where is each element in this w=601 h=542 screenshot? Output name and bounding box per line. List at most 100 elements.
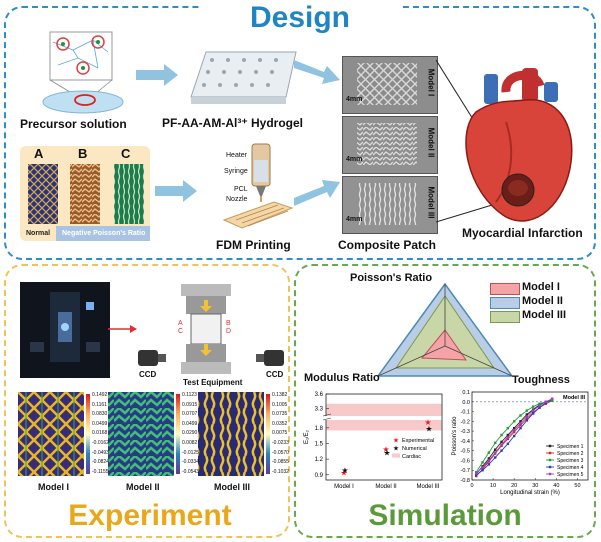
pattern-swatches bbox=[28, 164, 144, 224]
y-tick-label: -0.1 bbox=[461, 410, 470, 416]
precursor-solution-label: Precursor solution bbox=[20, 117, 127, 131]
myocardial-infarction-label: Myocardial Infarction bbox=[462, 226, 583, 240]
hydrogel-label: PF-AA-AM-Al³⁺ Hydrogel bbox=[162, 116, 303, 130]
colorbar-tick-label: -0.0570 bbox=[272, 449, 289, 456]
colorbar-tick-label: 0.0707 bbox=[182, 411, 198, 418]
patch-model-label-2: Model II bbox=[426, 127, 436, 158]
data-point: ★ bbox=[382, 445, 389, 454]
colorbar-tick-label: 0.0830 bbox=[92, 411, 108, 418]
x-tick-label: Model III bbox=[416, 484, 439, 490]
data-point bbox=[481, 469, 484, 472]
x-tick-label: 0 bbox=[470, 483, 473, 489]
colorbar-tick-label: -0.0543 bbox=[182, 468, 199, 475]
legend-marker bbox=[548, 444, 552, 448]
printer-heater-label: Heater bbox=[226, 152, 248, 159]
data-point bbox=[531, 412, 535, 415]
colorbar-tick-label: 0.0499 bbox=[182, 420, 198, 427]
x-tick-label: 30 bbox=[532, 483, 538, 489]
pattern-npr-label: Negative Poisson's Ratio bbox=[62, 230, 146, 237]
colorbar-tick-label: 0.0082 bbox=[182, 440, 198, 446]
legend-label: Specimen 1 bbox=[557, 444, 584, 450]
radar-legend-label-1: Model I bbox=[522, 281, 560, 293]
legend-label: Cardiac bbox=[402, 454, 421, 460]
legend-marker: ★ bbox=[393, 445, 399, 453]
map-label-model-2: Model II bbox=[126, 482, 160, 492]
arrow-precursor-to-hydrogel bbox=[136, 64, 178, 86]
colorbar-tick-label: 0.0352 bbox=[272, 420, 288, 427]
legend-marker bbox=[548, 472, 552, 476]
colorbar-tick-label: 0.1005 bbox=[272, 401, 288, 408]
x-tick-label: 40 bbox=[553, 483, 559, 489]
legend-marker bbox=[548, 451, 552, 455]
data-point bbox=[487, 451, 491, 454]
y-tick-label: 1.5 bbox=[315, 441, 324, 447]
colorbar-tick-label: 0.0290 bbox=[182, 430, 198, 437]
map-label-model-3: Model III bbox=[214, 482, 250, 492]
test-equipment-schematic bbox=[138, 284, 284, 374]
data-point bbox=[512, 430, 516, 434]
data-point bbox=[525, 415, 529, 418]
radar-legend-swatch-1 bbox=[490, 283, 520, 295]
data-point bbox=[519, 426, 522, 430]
data-point bbox=[519, 422, 522, 425]
design-title: Design bbox=[200, 0, 400, 38]
y-tick-label: -0.6 bbox=[461, 458, 470, 464]
data-point bbox=[487, 459, 491, 462]
x-axis-label: Longitudinal strain (%) bbox=[500, 490, 560, 496]
data-point bbox=[538, 406, 541, 409]
data-point bbox=[494, 456, 497, 459]
axis-break-mark bbox=[322, 413, 332, 417]
data-point bbox=[506, 442, 510, 446]
arrow-printer-to-patch bbox=[294, 180, 340, 206]
data-point bbox=[506, 437, 510, 441]
y-axis-label: E₁/E₂ bbox=[304, 429, 310, 444]
colorbar-tick-label: 0.0075 bbox=[272, 430, 288, 437]
data-point bbox=[531, 409, 535, 412]
arrow-photo-to-schematic bbox=[108, 325, 137, 333]
ccd-right-label: CCD bbox=[266, 370, 284, 379]
pattern-normal-label: Normal bbox=[26, 230, 51, 237]
legend-label: Numerical bbox=[402, 446, 427, 452]
pattern-label-a: A bbox=[34, 146, 44, 161]
axis-break-mark bbox=[322, 417, 332, 421]
data-point: ★ bbox=[424, 418, 431, 427]
radar-legend-swatch-3 bbox=[490, 311, 520, 323]
patch-scale-3: 4mm bbox=[346, 216, 363, 223]
patch-scale-1: 4mm bbox=[346, 96, 363, 103]
patch-scale-2: 4mm bbox=[346, 156, 363, 163]
legend-marker: ★ bbox=[393, 437, 399, 445]
npr-bar bbox=[56, 226, 150, 241]
y-tick-label: 1.8 bbox=[315, 426, 324, 432]
y-tick-label: -0.7 bbox=[461, 468, 470, 474]
simulation-panel bbox=[294, 264, 596, 538]
point-d-label: D bbox=[226, 328, 232, 335]
data-point bbox=[506, 435, 510, 439]
cardiac-band-lower bbox=[326, 420, 442, 431]
legend-label: Specimen 5 bbox=[557, 472, 584, 478]
x-tick-label: Model I bbox=[334, 484, 354, 490]
printer-pcl-label: PCL bbox=[234, 186, 248, 193]
pattern-label-c: C bbox=[121, 146, 131, 161]
data-point bbox=[550, 397, 554, 401]
radar-axis-modulus: Modulus Ratio bbox=[304, 372, 380, 384]
radar-axis-toughness: Toughness bbox=[512, 374, 570, 386]
y-axis-label: Poisson's ratio bbox=[452, 416, 458, 455]
colorbar-tick-label: 0.0168 bbox=[92, 430, 108, 437]
strain-maps bbox=[18, 392, 270, 476]
data-point bbox=[525, 409, 529, 412]
y-tick-label: -0.4 bbox=[461, 439, 470, 445]
data-point bbox=[525, 417, 529, 420]
composite-patch-label: Composite Patch bbox=[338, 238, 437, 252]
data-point bbox=[500, 433, 503, 437]
ccd-left-label: CCD bbox=[139, 370, 157, 379]
fdm-printer-illustration bbox=[222, 143, 294, 229]
x-tick-label: 20 bbox=[511, 483, 517, 489]
data-point bbox=[506, 426, 510, 430]
data-point bbox=[512, 434, 516, 438]
fdm-printing-label: FDM Printing bbox=[216, 238, 291, 252]
data-point: ★ bbox=[341, 466, 348, 475]
y-tick-label: 0.1 bbox=[462, 390, 470, 396]
colorbar-tick-label: -0.0334 bbox=[182, 459, 199, 466]
